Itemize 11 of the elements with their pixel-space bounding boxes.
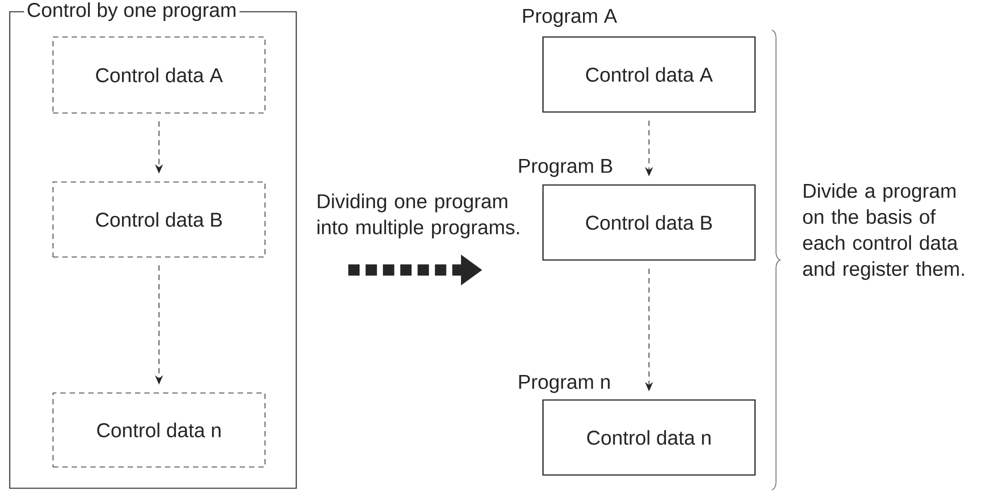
program-box: Program n Control data n [519,375,756,476]
edge-label: Dividing one program into multiple programs. [318,194,519,238]
program-box: Program B Control data B [519,159,756,261]
data-box: Control data B [52,182,266,258]
program-box: Program A Control data A [523,9,756,113]
node-label: Program n [519,375,610,393]
data-box: Control data A [52,36,266,114]
node-label: Program A [523,9,618,27]
note-text: Divide a program on the basis of each control data and register them. [803,183,964,280]
data-box: Control data n [52,392,266,468]
node-label: Program B [519,159,612,177]
